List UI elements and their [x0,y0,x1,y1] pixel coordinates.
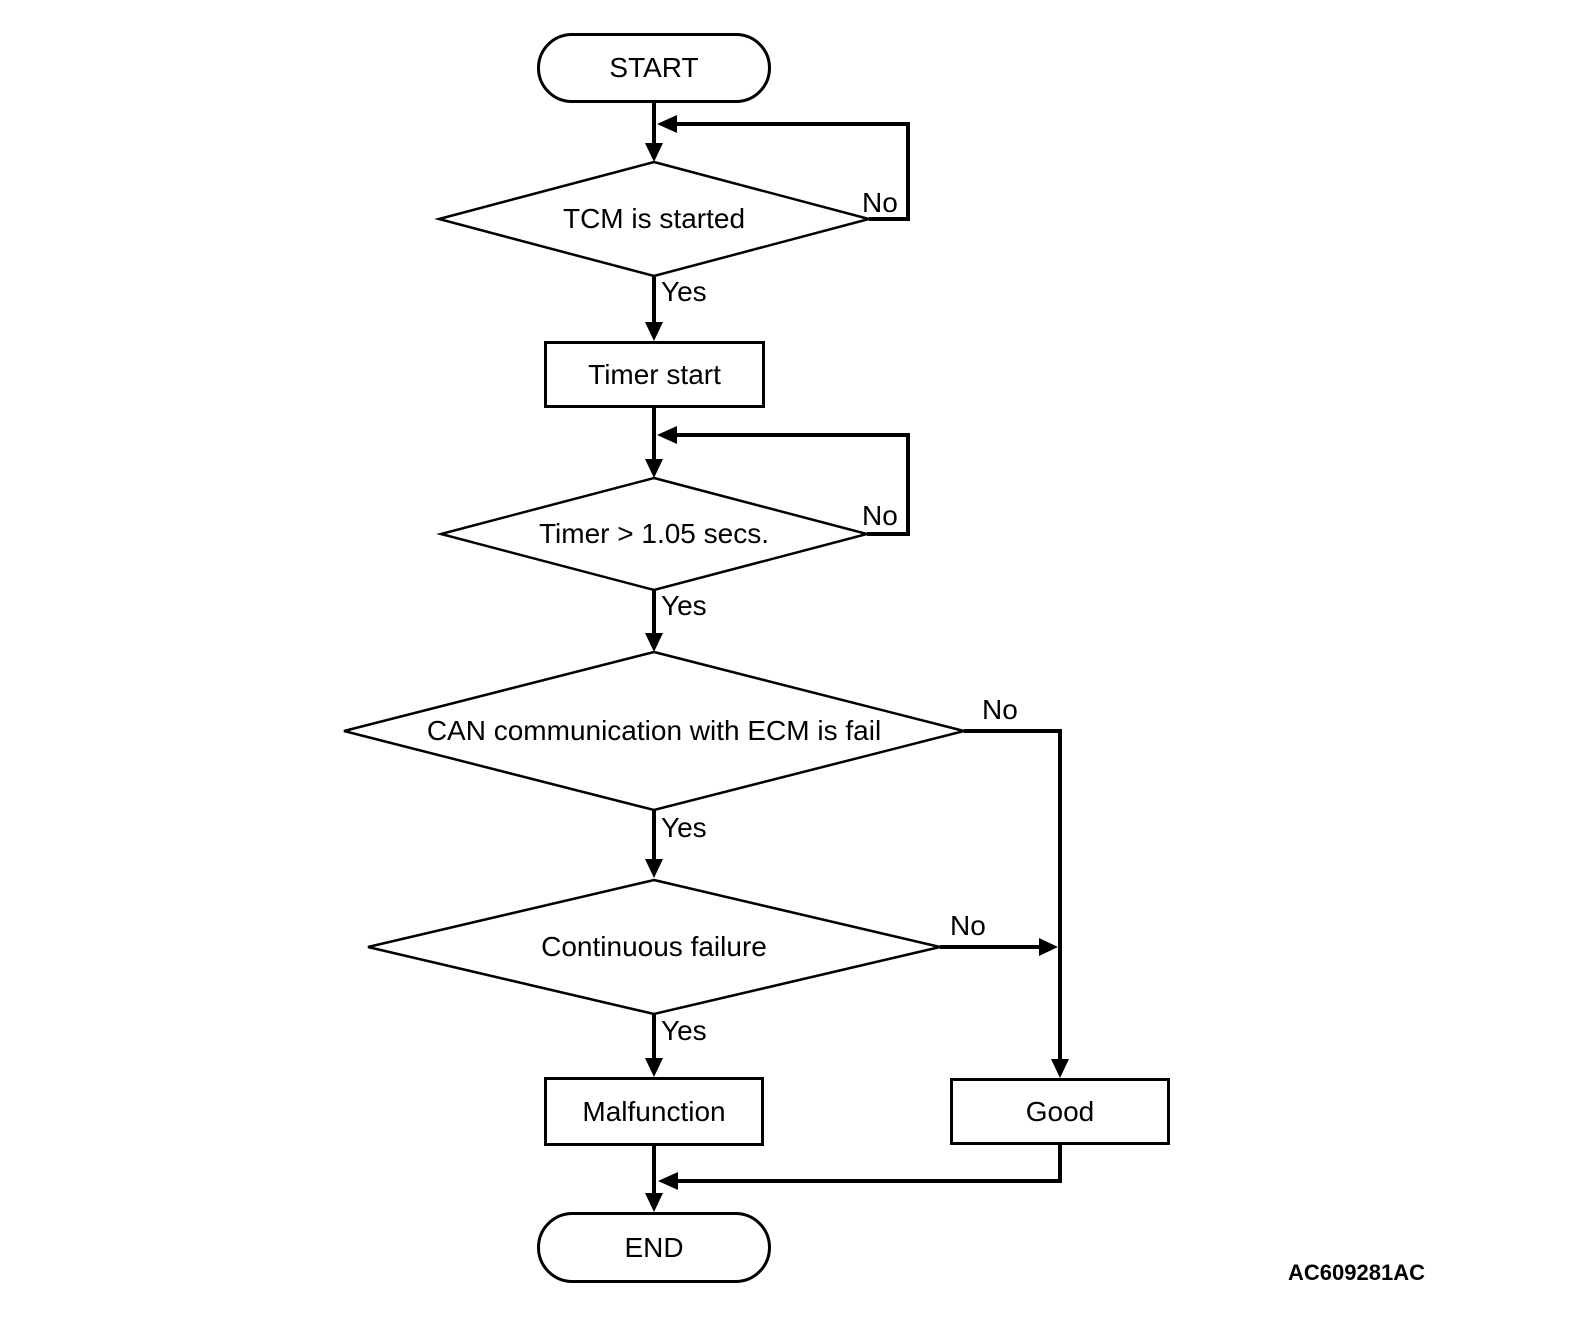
process-good-label: Good [1025,1095,1095,1127]
connector-d2-no-loop [676,433,910,536]
process-good: Good [950,1078,1170,1145]
connector-d3-no-to-good [964,729,1062,1061]
arrowhead-into-d2 [645,459,663,478]
decision-timer-threshold-label: Timer > 1.05 secs. [538,518,770,549]
arrowhead-into-malfunction [645,1058,663,1077]
connector-good-to-join [677,1145,1062,1183]
edge-label-d4-yes: Yes [661,1015,707,1046]
process-malfunction: Malfunction [544,1077,764,1146]
process-malfunction-label: Malfunction [582,1095,726,1127]
start-node: START [537,33,771,103]
decision-can-communication-label: CAN communication with ECM is fail [426,715,882,746]
decision-timer-threshold-shape [436,476,872,592]
arrowhead-d1-loop-join [657,115,677,133]
arrowhead-into-timer [645,322,663,341]
end-node-label: END [624,1231,684,1263]
edge-label-d3-yes: Yes [661,812,707,843]
decision-continuous-failure-shape [367,878,941,1016]
arrowhead-d2-loop-join [657,426,677,444]
start-node-label: START [609,52,699,83]
decision-tcm-started-label: TCM is started [562,203,746,234]
arrowhead-into-end [645,1193,663,1212]
edge-label-d3-no: No [982,694,1018,725]
figure-code: AC609281AC [1288,1260,1425,1285]
connector-d1-no-loop [676,122,910,221]
decision-can-communication-shape [343,650,965,812]
arrowhead-d4-no-join [1039,938,1058,956]
arrowhead-good-end-join [658,1172,678,1190]
arrowhead-into-d1 [645,143,663,162]
edge-label-d2-no: No [862,500,898,531]
end-node: END [537,1212,771,1283]
arrowhead-into-d4 [645,859,663,878]
arrowhead-into-good [1051,1059,1069,1078]
edge-label-d1-no: No [862,187,898,218]
edge-label-d4-no: No [950,910,986,941]
decision-continuous-failure-label: Continuous failure [541,931,767,962]
edge-label-d2-yes: Yes [661,590,707,621]
decision-tcm-started-shape [434,160,874,278]
process-timer-start: Timer start [544,341,765,408]
edge-label-d1-yes: Yes [661,276,707,307]
arrowhead-into-d3 [645,633,663,652]
process-timer-start-label: Timer start [588,358,721,390]
